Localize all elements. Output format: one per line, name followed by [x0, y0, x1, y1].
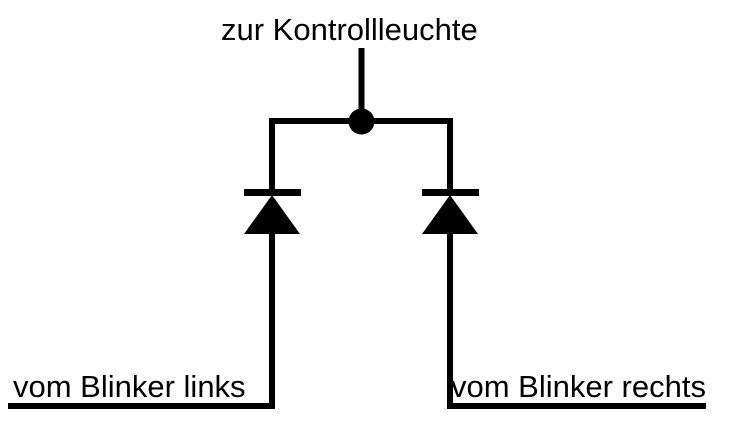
- diode-right-triangle: [422, 195, 478, 234]
- label-vom-blinker-rechts: vom Blinker rechts: [451, 369, 706, 404]
- label-zur-kontrollleuchte: zur Kontrollleuchte: [221, 12, 478, 47]
- label-vom-blinker-links: vom Blinker links: [13, 369, 246, 404]
- junction-dot-icon: [348, 108, 375, 135]
- diode-left-triangle: [244, 195, 300, 234]
